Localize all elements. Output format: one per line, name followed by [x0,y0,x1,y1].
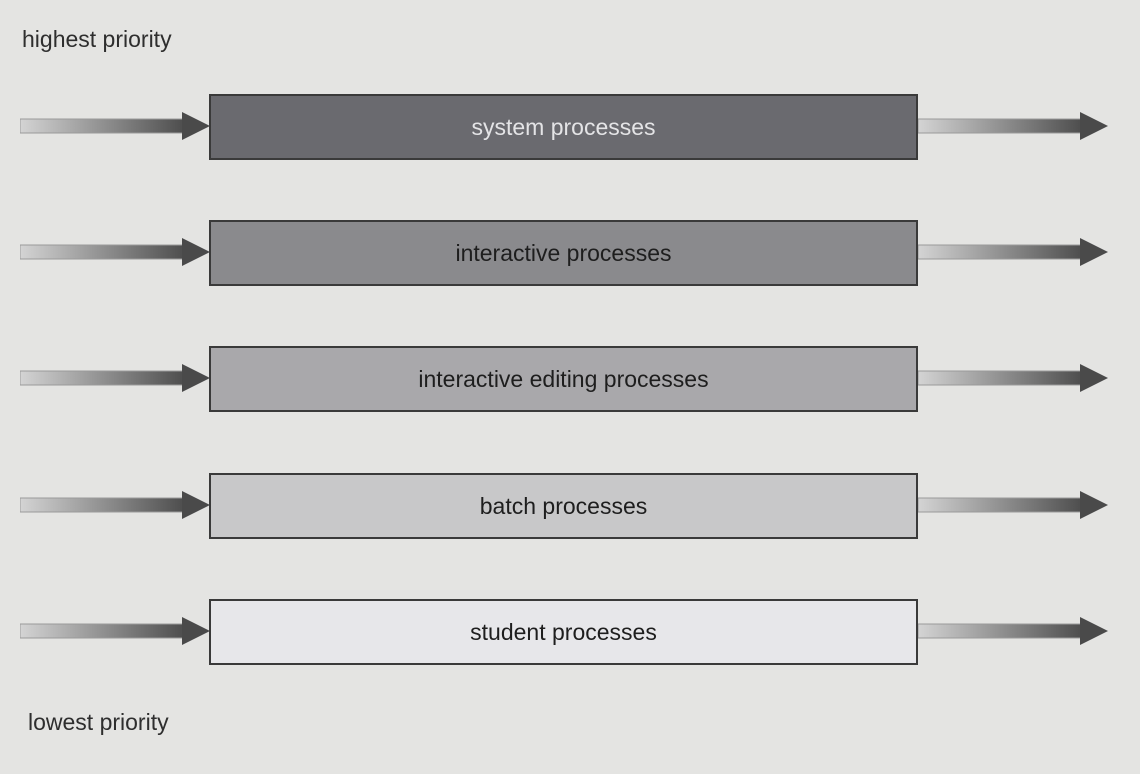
queue-label: student processes [470,618,657,645]
incoming-arrow-icon [19,614,210,648]
queue-box: interactive editing processes [209,346,918,412]
queue-label: system processes [471,113,656,140]
outgoing-arrow-shape [917,617,1108,645]
lowest-priority-label: lowest priority [28,709,169,735]
queue-row: batch processes [0,473,1140,539]
queue-box: batch processes [209,473,918,539]
outgoing-arrow-shape [917,491,1108,519]
outgoing-arrow-icon [917,361,1108,395]
queue-row: student processes [0,599,1140,665]
outgoing-arrow-icon [917,109,1108,143]
outgoing-arrow-icon [917,488,1108,522]
incoming-arrow-icon [19,488,210,522]
incoming-arrow-shape [19,491,210,519]
outgoing-arrow-shape [917,112,1108,140]
queue-box: system processes [209,94,918,160]
incoming-arrow-icon [19,235,210,269]
incoming-arrow-icon [19,109,210,143]
queue-row: system processes [0,94,1140,160]
queue-label: batch processes [479,492,648,519]
queue-box: interactive processes [209,220,918,286]
incoming-arrow-shape [19,112,210,140]
outgoing-arrow-shape [917,364,1108,392]
queue-row: interactive editing processes [0,346,1140,412]
incoming-arrow-icon [19,361,210,395]
queue-label: interactive editing processes [418,365,709,392]
outgoing-arrow-icon [917,235,1108,269]
queue-box: student processes [209,599,918,665]
queue-row: interactive processes [0,220,1140,286]
incoming-arrow-shape [19,364,210,392]
outgoing-arrow-icon [917,614,1108,648]
incoming-arrow-shape [19,238,210,266]
queue-label: interactive processes [455,239,672,266]
highest-priority-label: highest priority [22,26,172,52]
outgoing-arrow-shape [917,238,1108,266]
incoming-arrow-shape [19,617,210,645]
